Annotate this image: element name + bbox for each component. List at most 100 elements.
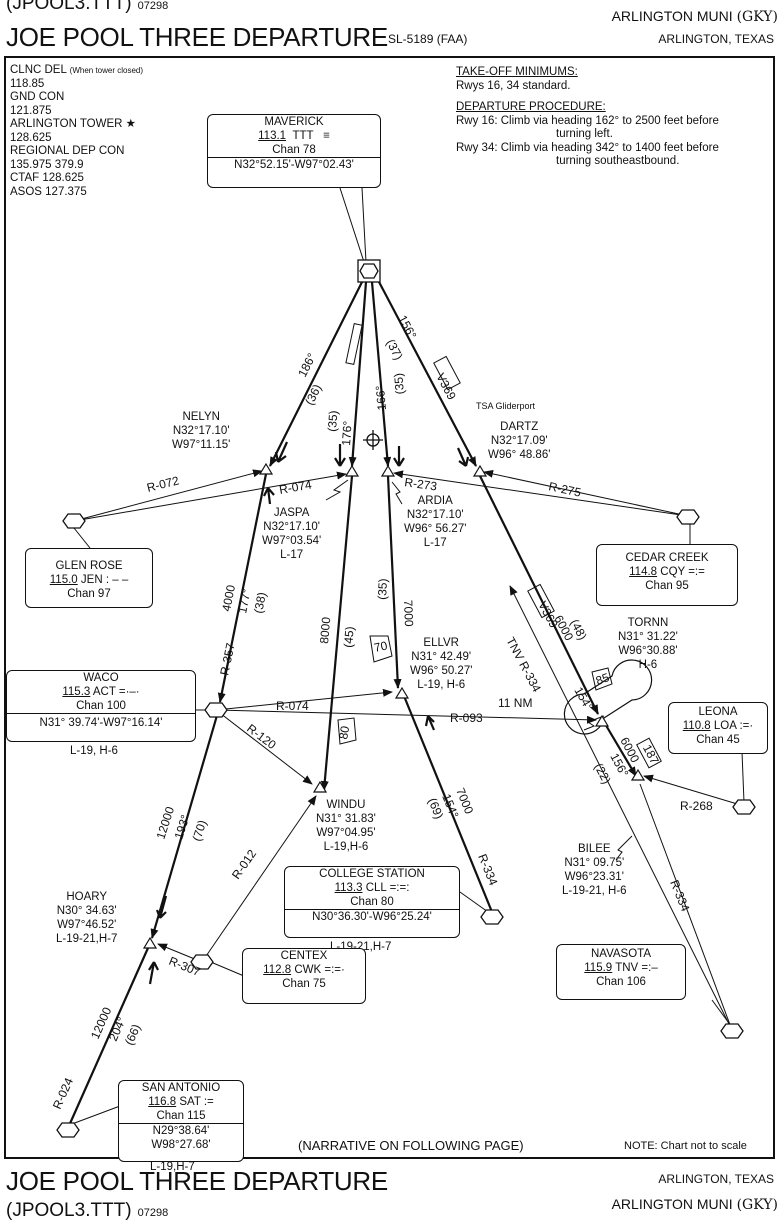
label-d38: (38) [251,591,269,615]
sanantonio-box: SAN ANTONIO 116.8 SAT := Chan 115 N29°38… [118,1080,244,1162]
bilee-charts: L-19-21, H-6 [562,885,627,897]
navasota-name: NAVASOTA [590,948,652,960]
label-r024: R-024 [50,1075,76,1111]
ellvr-triangle [394,686,410,699]
sat-chan: Chan 115 [156,1110,206,1122]
collegestation-box: COLLEGE STATION 113.3 CLL =:=: Chan 80 N… [284,866,460,938]
cll-hex-icon [480,909,504,925]
fix-ardia: ARDIA N32°17.10' W96° 56.27' L-17 [404,494,466,550]
bilee-lat: N31° 09.75' [564,857,625,869]
navasota-box: NAVASOTA 115.9 TNV =:– Chan 106 [556,944,686,1000]
ardia-triangle [380,464,396,477]
label-r176: 176° [339,420,355,446]
dep-label: REGIONAL DEP CON [10,145,125,157]
fix-dartz: DARTZ N32°17.09' W96° 48.86' [488,420,550,462]
route-166 [370,281,392,467]
tornn-name: TORNN [627,617,669,629]
tornn-charts: H-6 [638,659,658,671]
route-nelyn-waco [217,473,268,703]
sat-leader [71,1105,121,1125]
waco-name: WACO [83,672,119,684]
glenrose-box: GLEN ROSE 115.0 JEN : – – Chan 97 [25,548,153,608]
cqy-hex-icon [676,509,700,525]
cedarcreek-name: CEDAR CREEK [625,552,709,564]
label-d35a: (35) [325,410,340,432]
bilee-lon: W96°23.31' [564,871,624,883]
waco-freq: 115.3 [62,686,91,698]
cwk-hex-icon [190,954,214,970]
clnc-note: (When tower closed) [69,66,144,75]
waco-chan: Chan 100 [76,700,126,712]
windu-lat: N31° 31.83' [316,813,376,825]
label-r275: R-275 [547,479,582,500]
label-r093: R-093 [450,711,483,725]
leona-box: LEONA 110.8 LOA :=· Chan 45 [668,702,768,754]
leona-freq: 110.8 [682,720,711,732]
hoary-charts: L-19-21,H-7 [56,933,118,945]
route-186 [269,279,364,467]
label-tnv334: TNV R-334 [503,635,544,695]
label-r074b: R-074 [276,699,309,713]
ctaf: CTAF 128.625 [10,172,84,184]
glenrose-chan: Chan 97 [67,588,111,600]
hoary-lon: W97°46.52' [57,919,117,931]
route-tornn-bilee [603,721,637,777]
sat-name: SAN ANTONIO [141,1082,221,1094]
navasota-freq: 115.9 [584,962,613,974]
cedarcreek-id: CQY [660,566,685,578]
tornn-triangle [594,714,610,727]
radial-r120 [215,709,313,785]
nelyn-triangle [258,462,274,475]
leona-chan: Chan 45 [696,734,740,746]
ardia-charts: L-17 [423,537,447,549]
label-a4000: 4000 [219,583,238,612]
footer-amdt: 07298 [137,1207,169,1219]
label-r166: 166° [373,385,389,411]
gnd-freq: 121.875 [10,104,52,117]
leona-name: LEONA [698,706,738,718]
label-11nm: 11 NM [498,696,532,710]
footer-airport: ARLINGTON MUNI (GKY) [611,1196,778,1213]
maverick-hex-icon [359,263,379,279]
label-r273: R-273 [404,475,439,493]
morse-icon: :=· [739,720,754,732]
jaspa-lat: N32°17.10' [263,521,320,533]
fix-nelyn: NELYN N32°17.10' W97°11.15' [172,410,230,452]
route-ellvr-cll [402,695,494,913]
box-80: 80 [336,725,352,741]
radial-r093 [215,709,597,724]
label-d35b: (35) [391,372,407,394]
procedure-code: (JPOOL3.TTT)07298 [6,0,169,14]
waco-id: ACT [92,686,116,698]
radial-r334b [639,783,733,1031]
maverick-name: MAVERICK [264,116,324,128]
route-waco-hoary [150,711,220,939]
route-176 [348,281,368,467]
navasota-chan: Chan 106 [596,976,646,988]
radial-r072 [73,469,263,522]
tornn-lon: W96°30.88' [618,645,678,657]
footer-city: ARLINGTON, TEXAS [658,1172,774,1186]
sl-number: SL-5189 (FAA) [388,32,468,46]
route-hoary-sat [66,947,150,1129]
morse-icon: =:= [688,566,705,578]
ellvr-charts: L-19, H-6 [417,679,466,691]
morse-icon: =:– [641,962,658,974]
chart-frame [4,56,775,1159]
nelyn-lon: W97°11.15' [172,439,231,451]
maverick-leader [339,187,365,263]
radial-r074a [73,471,347,522]
fix-ellvr: ELLVR N31° 42.49' W96° 50.27' L-19, H-6 [410,636,472,692]
asos: ASOS 127.375 [10,185,87,198]
centex-chan: Chan 75 [282,978,326,990]
windu-triangle [312,780,328,793]
maverick-id: TTT [292,130,314,142]
fix-jaspa: JASPA N32°17.10' W97°03.54' L-17 [262,506,321,562]
centex-box: CENTEX 112.8 CWK =:=· Chan 75 [242,948,366,1004]
footer-title: JOE POOL THREE DEPARTURE [6,1166,388,1196]
label-r156: 156° [395,313,419,342]
waco-charts: L-19, H-6 [70,745,118,757]
dartz-lat: N32°17.09' [490,435,548,447]
rwy16-line1: Rwy 16: Climb via heading 162° to 2500 f… [456,114,719,127]
rwy34-line1: Rwy 34: Climb via heading 342° to 1400 f… [456,141,719,154]
